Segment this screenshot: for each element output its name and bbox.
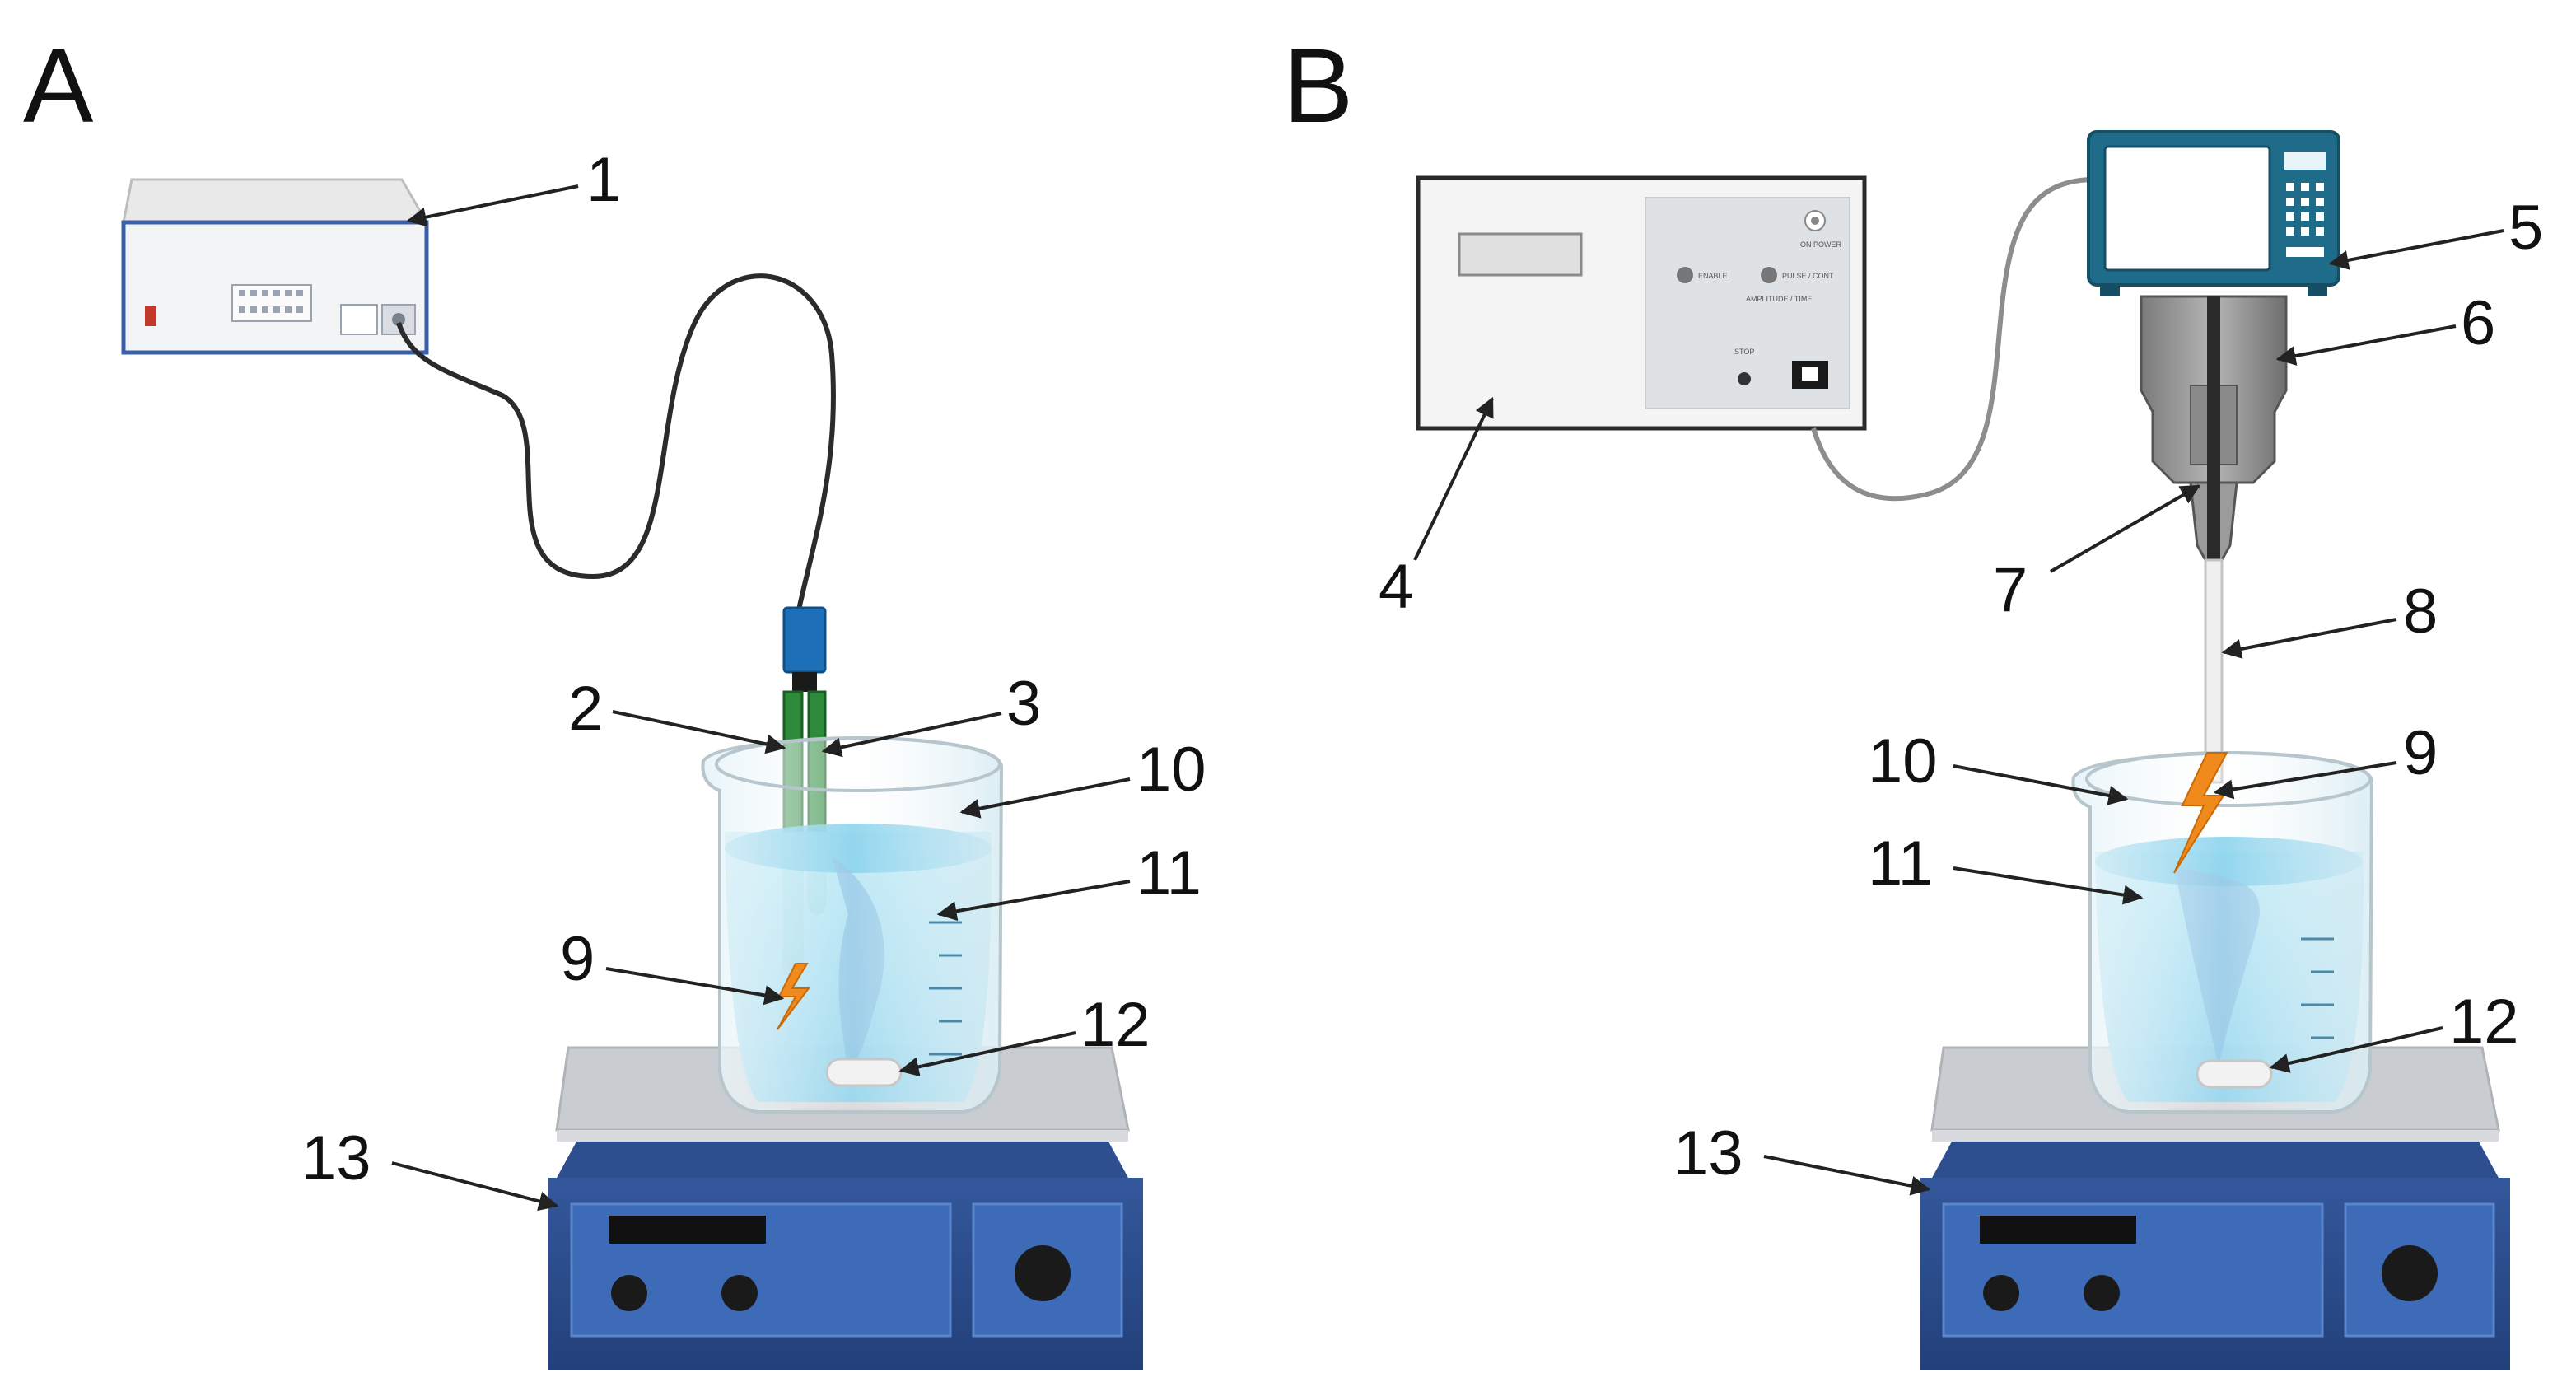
ultrasonic-generator	[2087, 130, 2340, 296]
beaker-a	[701, 735, 1004, 1114]
callout-3: 3	[1006, 669, 1041, 739]
power-supply-device	[121, 178, 429, 355]
svg-text:PULSE / CONT: PULSE / CONT	[1782, 272, 1834, 280]
callout-7: 7	[1993, 555, 2028, 625]
beaker-b	[2071, 750, 2374, 1114]
callout-2: 2	[568, 674, 603, 744]
callout-10b: 10	[1868, 726, 1938, 796]
callout-8: 8	[2403, 577, 2438, 647]
callout-5: 5	[2508, 193, 2543, 263]
ultrasonic-controller: ON POWER ENABLE PULSE / CONT AMPLITUDE /…	[1416, 175, 1867, 431]
callout-12b: 12	[2449, 987, 2519, 1057]
svg-text:STOP: STOP	[1734, 348, 1754, 356]
callout-12a: 12	[1080, 990, 1150, 1060]
svg-text:ON POWER: ON POWER	[1800, 240, 1842, 249]
callout-13b: 13	[1673, 1118, 1743, 1188]
probe-tip-8	[2204, 558, 2224, 784]
controller-cable	[1811, 177, 2093, 502]
callout-1: 1	[586, 145, 621, 215]
panel-label-b: B	[1283, 27, 1353, 145]
svg-text:ENABLE: ENABLE	[1698, 272, 1728, 280]
callout-4: 4	[1379, 552, 1413, 622]
stir-bar-a	[825, 1058, 903, 1087]
plasma-spark-b	[2173, 752, 2228, 874]
stir-bar-b	[2196, 1059, 2273, 1089]
svg-text:AMPLITUDE / TIME: AMPLITUDE / TIME	[1746, 295, 1812, 303]
callout-6: 6	[2461, 288, 2495, 358]
callout-11a: 11	[1136, 838, 1202, 908]
callout-13a: 13	[301, 1123, 371, 1193]
callout-9a: 9	[560, 924, 595, 994]
callout-10a: 10	[1136, 735, 1206, 805]
callout-9b: 9	[2403, 718, 2438, 788]
probe-cable	[396, 273, 836, 610]
callout-11b: 11	[1868, 829, 1933, 899]
transducer-assembly	[2140, 295, 2288, 784]
panel-label-a: A	[23, 27, 94, 145]
